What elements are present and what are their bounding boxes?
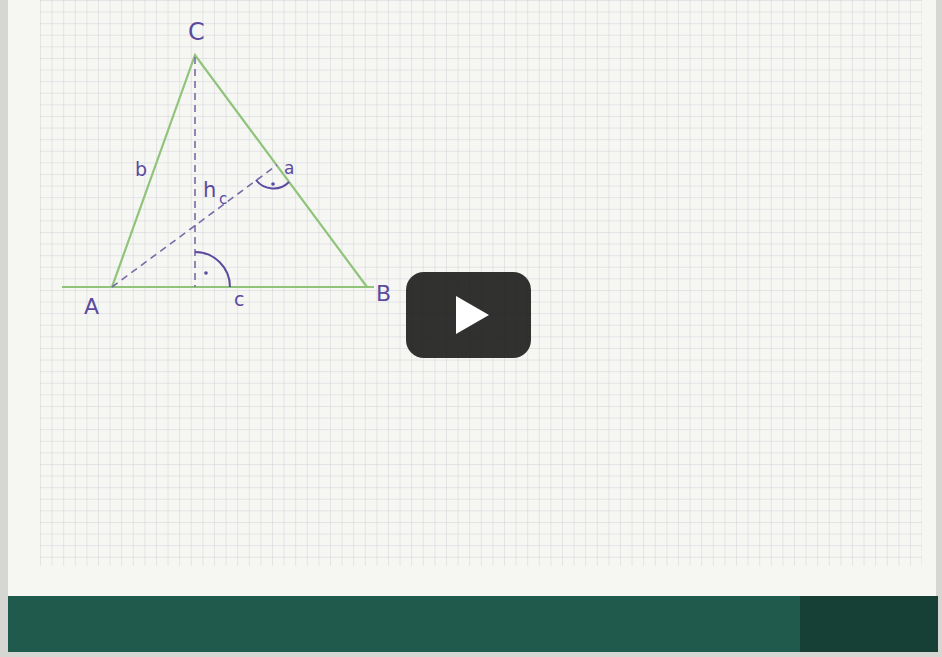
- paper: [8, 0, 936, 600]
- right-angle-dot: [204, 271, 208, 275]
- vertex-label: C: [188, 20, 205, 44]
- green-mat: [8, 596, 938, 652]
- vertex-label: B: [376, 283, 391, 305]
- play-icon: [456, 296, 489, 334]
- height-label: h: [203, 180, 216, 201]
- height-subscript: c: [219, 192, 227, 207]
- side-label: a: [284, 160, 294, 177]
- right-angle-dot: [271, 182, 275, 186]
- side-label: c: [234, 290, 244, 309]
- altitude-ha: [112, 165, 277, 287]
- play-button: [406, 272, 531, 358]
- mat-shadow: [800, 596, 938, 652]
- right-angle-mark: [195, 252, 230, 287]
- grid: [40, 0, 922, 566]
- side-label: b: [135, 160, 147, 179]
- triangle: [112, 55, 367, 287]
- right-angle-mark: [256, 180, 289, 189]
- vertex-label: A: [84, 296, 99, 318]
